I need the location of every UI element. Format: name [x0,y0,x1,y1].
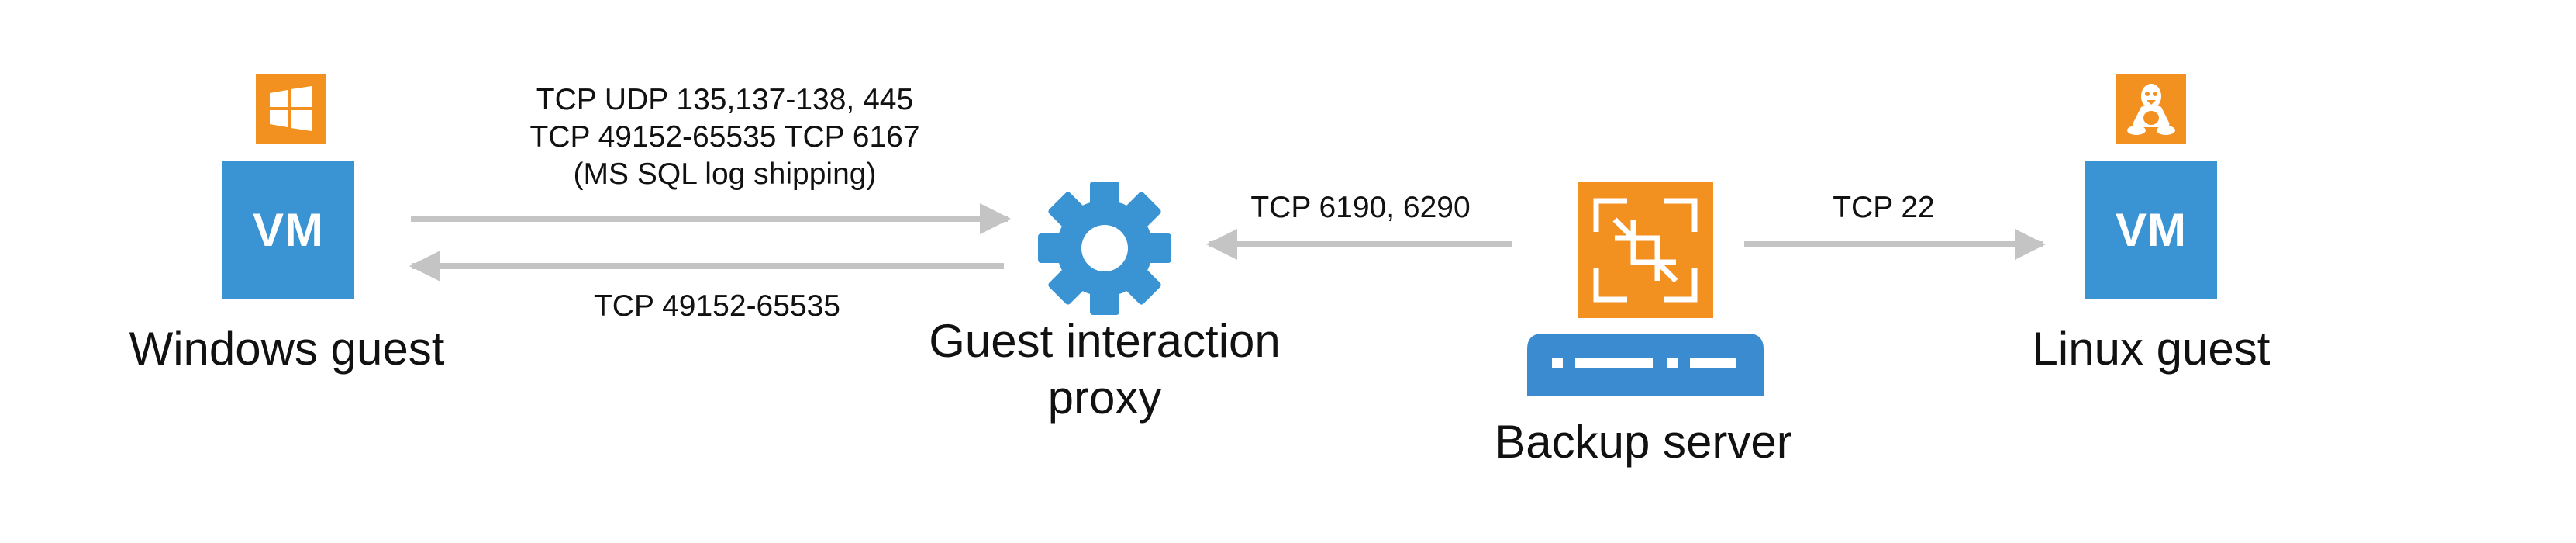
backup-server-label: Backup server [1495,416,1792,468]
windows-vm-box: VM [222,161,354,299]
linux-vm-box: VM [2085,161,2217,299]
linux-badge [2116,74,2186,144]
windows-badge [256,74,326,144]
proxy-to-win-label: TCP 49152-65535 [593,289,841,323]
gear-icon [1038,182,1171,315]
win-to-proxy-label-3: (MS SQL log shipping) [573,157,877,191]
backup-to-proxy-label: TCP 6190, 6290 [1250,191,1471,224]
win-to-proxy-label-2: TCP 49152-65535 TCP 6167 [529,120,920,154]
backup-logo-icon [1593,198,1698,303]
win-to-proxy-label-1: TCP UDP 135,137-138, 445 [536,83,914,116]
windows-guest-label: Windows guest [129,323,445,375]
windows-logo-icon [270,86,312,131]
proxy-label-line2: proxy [1047,372,1162,424]
backup-server-icon [1578,182,1713,318]
linux-tux-icon [2127,84,2175,135]
linux-guest-label: Linux guest [2032,323,2271,375]
proxy-label-line1: Guest interaction [929,315,1281,367]
server-rack-icon [1527,334,1764,396]
backup-to-linux-label: TCP 22 [1833,191,1935,224]
